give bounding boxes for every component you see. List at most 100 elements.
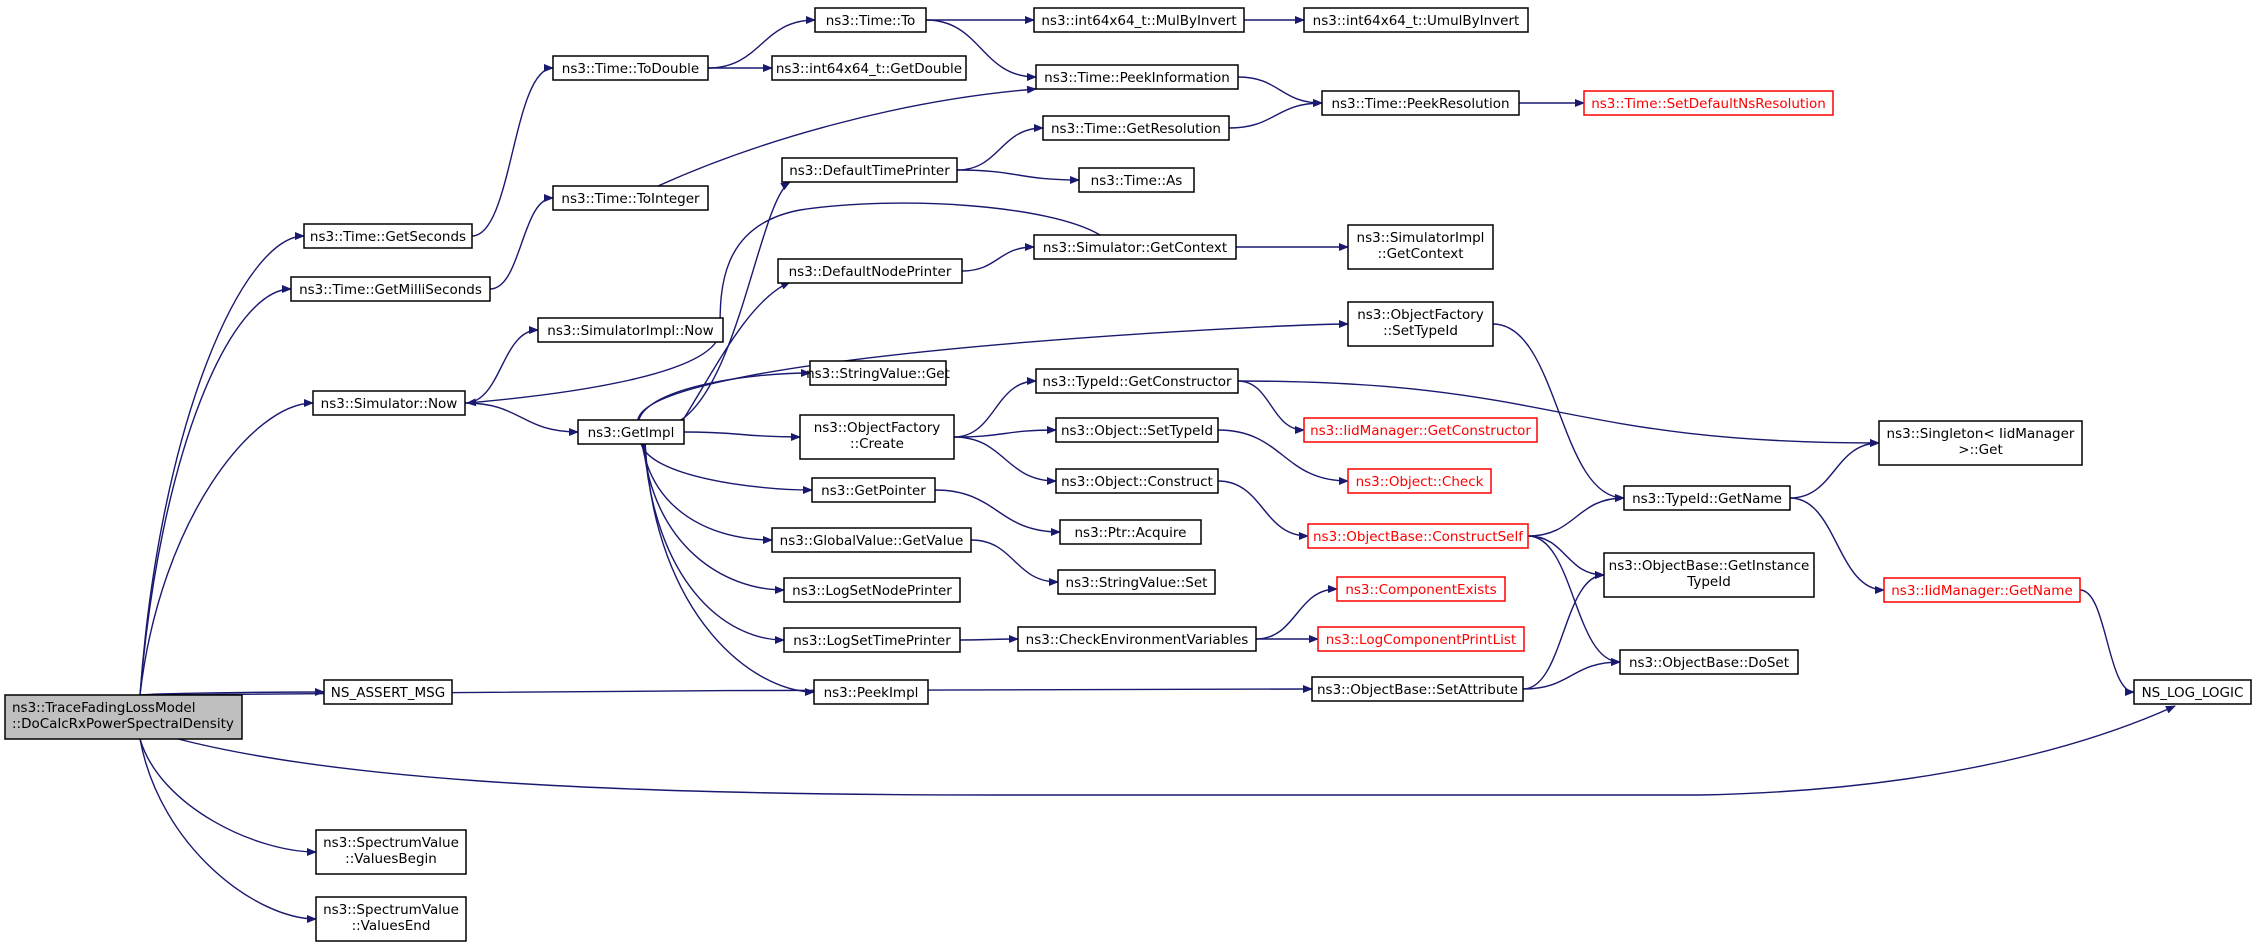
edge-getImpl-to-getPointer: [640, 443, 813, 494]
node-label: ns3::ComponentExists: [1345, 582, 1496, 598]
node-label: NS_LOG_LOGIC: [2142, 685, 2244, 701]
node-object-check[interactable]: ns3::Object::Check: [1347, 468, 1492, 494]
edge-root-to-valuesBegin: [139, 738, 317, 856]
node-label: ::DoCalcRxPowerSpectralDensity: [12, 716, 234, 732]
node-log-comp-print-list[interactable]: ns3::LogComponentPrintList: [1317, 626, 1525, 652]
node-label: ns3::Object::SetTypeId: [1061, 423, 1213, 439]
node-string-value-set[interactable]: ns3::StringValue::Set: [1057, 569, 1216, 595]
node-box: [1033, 234, 1237, 260]
edge-objBaseSetAttribute-to-objBaseGetInstanceTypeId: [1522, 571, 1605, 690]
edge-path: [643, 443, 785, 644]
node-get-resolution[interactable]: ns3::Time::GetResolution: [1042, 115, 1230, 141]
node-get-impl[interactable]: ns3::GetImpl: [577, 419, 685, 445]
node-default-time-printer[interactable]: ns3::DefaultTimePrinter: [781, 157, 958, 183]
node-obj-base-set-attribute[interactable]: ns3::ObjectBase::SetAttribute: [1311, 676, 1524, 702]
node-peek-impl[interactable]: ns3::PeekImpl: [813, 679, 929, 705]
node-box: [552, 185, 709, 211]
node-peek-resolution[interactable]: ns3::Time::PeekResolution: [1321, 90, 1520, 116]
node-iid-get-name[interactable]: ns3::IidManager::GetName: [1883, 577, 2081, 603]
node-label: ns3::ObjectBase::DoSet: [1629, 655, 1789, 671]
edge-path: [925, 19, 1037, 81]
node-mul-by-invert[interactable]: ns3::int64x64_t::MulByInvert: [1033, 7, 1245, 33]
edge-path: [707, 16, 816, 69]
edge-typeIdGetName-to-singletonGet: [1789, 439, 1880, 499]
node-label: ns3::SimulatorImpl: [1357, 230, 1485, 246]
node-object-construct[interactable]: ns3::Object::Construct: [1055, 468, 1219, 494]
edge-path: [1237, 380, 1305, 434]
edge-getImpl-to-defaultNodePrinter: [682, 281, 791, 421]
node-box: [312, 390, 466, 416]
node-check-env-vars[interactable]: ns3::CheckEnvironmentVariables: [1017, 626, 1257, 652]
node-box: [1321, 90, 1520, 116]
edge-path: [1237, 76, 1323, 107]
node-root[interactable]: ns3::TraceFadingLossModel::DoCalcRxPower…: [4, 694, 243, 740]
node-box: [1055, 417, 1219, 443]
node-get-double[interactable]: ns3::int64x64_t::GetDouble: [771, 55, 967, 81]
node-assert-msg[interactable]: NS_ASSERT_MSG: [323, 679, 453, 705]
node-box: [799, 414, 955, 460]
node-umul-by-invert[interactable]: ns3::int64x64_t::UmulByInvert: [1303, 7, 1529, 33]
node-singleton-get[interactable]: ns3::Singleton< IidManager>::Get: [1878, 420, 2083, 466]
node-time-as[interactable]: ns3::Time::As: [1078, 167, 1195, 193]
node-sim-impl-now[interactable]: ns3::SimulatorImpl::Now: [537, 317, 724, 343]
edge-objFactoryCreate-to-objectConstruct: [953, 436, 1057, 485]
node-ns-log-logic[interactable]: NS_LOG_LOGIC: [2133, 679, 2252, 705]
node-time-to[interactable]: ns3::Time::To: [814, 7, 927, 33]
node-log-set-node-printer[interactable]: ns3::LogSetNodePrinter: [783, 577, 961, 603]
node-label: ns3::GetImpl: [588, 425, 675, 441]
node-label: ns3::ObjectFactory: [1357, 307, 1484, 323]
node-box: [809, 360, 947, 386]
edge-path: [139, 738, 317, 923]
node-sim-get-context[interactable]: ns3::Simulator::GetContext: [1033, 234, 1237, 260]
edge-typeIdGetConstructor-to-iidGetConstructor: [1237, 380, 1305, 434]
edge-getPointer-to-ptrAcquire: [934, 489, 1061, 536]
node-obj-base-do-set[interactable]: ns3::ObjectBase::DoSet: [1619, 649, 1799, 675]
node-obj-factory-set-type-id[interactable]: ns3::ObjectFactory::SetTypeId: [1347, 301, 1494, 347]
edge-getSeconds-to-toDouble: [471, 64, 554, 237]
node-type-id-get-constructor[interactable]: ns3::TypeId::GetConstructor: [1035, 368, 1239, 394]
node-get-pointer[interactable]: ns3::GetPointer: [811, 477, 936, 503]
node-values-end[interactable]: ns3::SpectrumValue::ValuesEnd: [315, 896, 467, 942]
node-label: ns3::Ptr::Acquire: [1075, 525, 1187, 541]
edge-path: [641, 443, 773, 544]
node-label: ns3::Time::As: [1091, 173, 1183, 189]
node-box: [4, 694, 243, 740]
node-box: [1055, 468, 1219, 494]
node-box: [315, 829, 467, 875]
edge-path: [1789, 439, 1880, 499]
edge-path: [1789, 497, 1885, 594]
node-sim-impl-get-context[interactable]: ns3::SimulatorImpl::GetContext: [1347, 224, 1494, 270]
node-type-id-get-name[interactable]: ns3::TypeId::GetName: [1623, 485, 1791, 511]
node-box: [1059, 519, 1202, 545]
node-obj-base-construct-self[interactable]: ns3::ObjectBase::ConstructSelf: [1307, 523, 1529, 549]
node-to-integer[interactable]: ns3::Time::ToInteger: [552, 185, 709, 211]
node-box: [1583, 90, 1834, 116]
node-global-value-get[interactable]: ns3::GlobalValue::GetValue: [771, 527, 972, 553]
node-label: ns3::Simulator::Now: [321, 396, 458, 412]
edge-getResolution-to-peekResolution: [1228, 99, 1323, 129]
node-ptr-acquire[interactable]: ns3::Ptr::Acquire: [1059, 519, 1202, 545]
node-obj-factory-create[interactable]: ns3::ObjectFactory::Create: [799, 414, 955, 460]
node-label: ns3::Time::GetResolution: [1051, 121, 1221, 137]
node-get-milli[interactable]: ns3::Time::GetMilliSeconds: [290, 276, 491, 302]
node-log-set-time-printer[interactable]: ns3::LogSetTimePrinter: [783, 627, 961, 653]
node-label: ns3::SpectrumValue: [323, 902, 459, 918]
node-label: ns3::int64x64_t::GetDouble: [776, 61, 962, 77]
node-box: [315, 896, 467, 942]
node-component-exists[interactable]: ns3::ComponentExists: [1336, 576, 1506, 602]
node-peek-information[interactable]: ns3::Time::PeekInformation: [1035, 64, 1239, 90]
edge-globalValueGet-to-stringValueSet: [970, 539, 1059, 586]
node-to-double[interactable]: ns3::Time::ToDouble: [552, 55, 709, 81]
node-object-set-type-id[interactable]: ns3::Object::SetTypeId: [1055, 417, 1219, 443]
node-get-seconds[interactable]: ns3::Time::GetSeconds: [303, 223, 473, 249]
edge-root-to-valuesEnd: [139, 738, 317, 923]
node-values-begin[interactable]: ns3::SpectrumValue::ValuesBegin: [315, 829, 467, 875]
node-set-default-ns-res[interactable]: ns3::Time::SetDefaultNsResolution: [1583, 90, 1834, 116]
node-default-node-printer[interactable]: ns3::DefaultNodePrinter: [777, 258, 963, 284]
node-label: ns3::Time::ToDouble: [562, 61, 699, 77]
node-label: ns3::ObjectBase::ConstructSelf: [1313, 529, 1524, 545]
node-string-value-get[interactable]: ns3::StringValue::Get: [806, 360, 950, 386]
node-sim-now[interactable]: ns3::Simulator::Now: [312, 390, 466, 416]
node-iid-get-constructor[interactable]: ns3::IidManager::GetConstructor: [1303, 417, 1538, 443]
